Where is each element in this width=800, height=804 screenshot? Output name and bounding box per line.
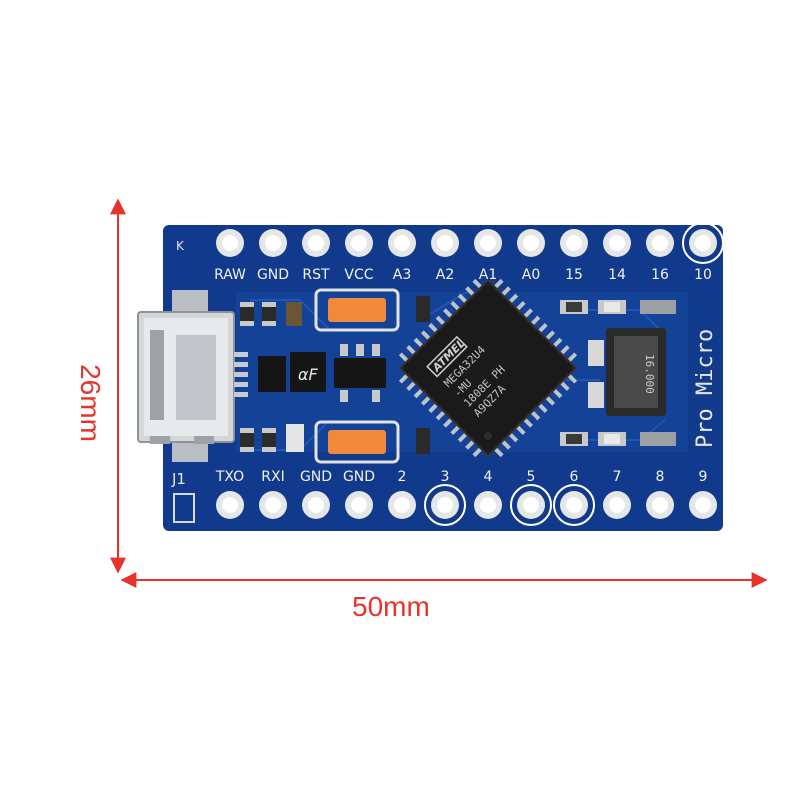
height-dimension-label: 26mm [60, 348, 120, 458]
top-pin-label-4: A3 [393, 267, 411, 283]
bottom-pin-hole-3 [351, 497, 367, 513]
top-pin-hole-6 [480, 235, 496, 251]
bottom-header-pins: TXO RXI GND GND 2 3 4 5 6 7 8 9 [215, 469, 717, 526]
bottom-pin-label-5: 3 [441, 469, 450, 485]
top-pin-label-9: 14 [608, 267, 626, 283]
height-dimension-text: 26mm [75, 364, 106, 442]
bottom-pin-label-6: 4 [484, 469, 493, 485]
top-pin-hole-1 [265, 235, 281, 251]
small-ics: αF [258, 344, 386, 402]
bottom-pin-hole-10 [652, 497, 668, 513]
bottom-pin-label-2: GND [300, 469, 332, 485]
bottom-pin-label-11: 9 [699, 469, 708, 485]
bottom-pin-hole-4 [394, 497, 410, 513]
bottom-pin-hole-0 [222, 497, 238, 513]
corner-mark-j1: J1 [171, 470, 186, 488]
top-pin-label-3: VCC [344, 267, 373, 283]
corner-mark-k: K [176, 239, 185, 253]
bottom-pin-ring-7 [510, 484, 552, 526]
top-pin-label-0: RAW [214, 267, 246, 283]
top-pin-hole-8 [566, 235, 582, 251]
bottom-pin-ring-5 [424, 484, 466, 526]
top-pin-label-2: RST [302, 267, 330, 283]
bottom-pin-label-1: RXI [261, 469, 284, 485]
top-pin-label-1: GND [257, 267, 289, 283]
top-pin-hole-10 [652, 235, 668, 251]
smd-resistors [240, 296, 676, 454]
bottom-pin-hole-5 [437, 497, 453, 513]
j1-pads [173, 493, 195, 523]
top-pin-label-5: A2 [436, 267, 454, 283]
orange-capacitors [314, 288, 400, 464]
micro-usb-connector [137, 290, 235, 462]
bottom-pin-hole-11 [695, 497, 711, 513]
usb-solder-pads [234, 352, 248, 397]
top-pin-label-7: A0 [522, 267, 540, 283]
bottom-pin-label-0: TXO [215, 469, 244, 485]
bottom-pin-label-7: 5 [527, 469, 536, 485]
atmega32u4-chip: ATMEL MEGA32U4 -MU 1808E PH A9QZ7A [398, 278, 578, 458]
top-pin-label-6: A1 [479, 267, 497, 283]
bottom-pin-label-3: GND [343, 469, 375, 485]
top-pin-hole-5 [437, 235, 453, 251]
bottom-pin-hole-6 [480, 497, 496, 513]
top-pin-hole-0 [222, 235, 238, 251]
top-pin-ring-11 [682, 222, 724, 264]
bottom-pin-ring-8 [553, 484, 595, 526]
top-pin-label-10: 16 [651, 267, 669, 283]
bottom-pin-hole-9 [609, 497, 625, 513]
bottom-pin-hole-1 [265, 497, 281, 513]
bottom-pin-label-10: 8 [656, 469, 665, 485]
top-pin-hole-9 [609, 235, 625, 251]
top-pin-label-11: 10 [694, 267, 712, 283]
top-header-pins: RAW GND RST VCC A3 A2 A1 A0 15 14 16 10 [214, 222, 724, 283]
bottom-pin-label-4: 2 [398, 469, 407, 485]
bottom-pin-hole-2 [308, 497, 324, 513]
crystal-mark: 16.000 [643, 354, 656, 394]
bottom-pin-label-8: 6 [570, 469, 579, 485]
top-pin-hole-3 [351, 235, 367, 251]
top-pin-hole-11 [695, 235, 711, 251]
regulator-mark: αF [298, 365, 319, 384]
top-pin-label-8: 15 [565, 267, 583, 283]
width-dimension-label: 50mm [352, 591, 430, 622]
top-pin-hole-4 [394, 235, 410, 251]
bottom-pin-label-9: 7 [613, 469, 622, 485]
top-pin-hole-7 [523, 235, 539, 251]
board-name-label: Pro Micro [693, 329, 718, 448]
bottom-pin-hole-8 [566, 497, 582, 513]
crystal-oscillator: 16.000 [606, 328, 666, 416]
top-pin-hole-2 [308, 235, 324, 251]
bottom-pin-hole-7 [523, 497, 539, 513]
